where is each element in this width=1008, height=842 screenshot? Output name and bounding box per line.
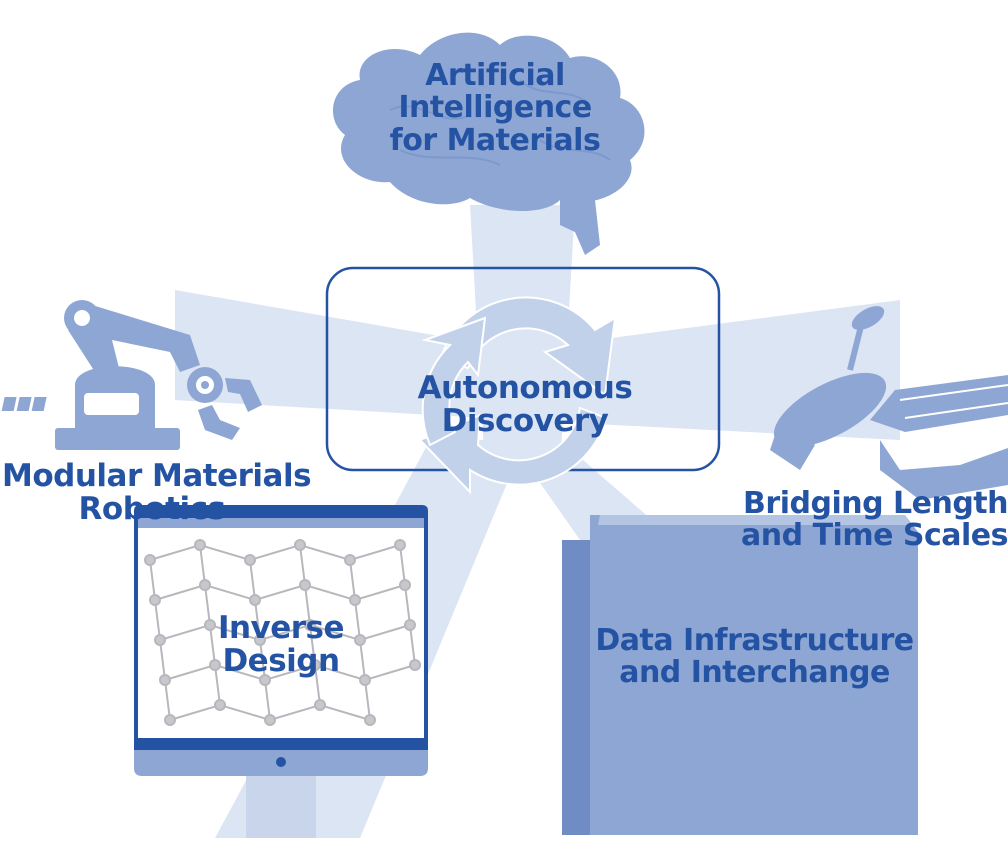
inverse-label-line-1: Inverse xyxy=(217,610,345,646)
robotics-label-line-1: Modular Materials xyxy=(2,458,312,494)
scales-label-line-2: and Time Scales xyxy=(741,518,1008,554)
folder-icon xyxy=(562,515,918,835)
ai-label: Artificial Intelligence for Materials xyxy=(380,58,610,158)
ai-label-line-3: for Materials xyxy=(389,122,601,158)
robotics-label: Modular Materials Robotics xyxy=(2,458,312,528)
data-label-line-1: Data Infrastructure xyxy=(595,623,914,658)
inverse-label: Inverse Design xyxy=(186,610,376,680)
monitor-icon xyxy=(134,505,428,838)
scales-label: Bridging Length and Time Scales xyxy=(735,486,1008,554)
data-label-line-2: and Interchange xyxy=(619,655,890,691)
ai-label-line-2: Intelligence xyxy=(398,90,592,126)
nanotube-icon xyxy=(144,539,421,726)
inverse-label-line-2: Design xyxy=(222,643,340,680)
ai-label-line-1: Artificial xyxy=(425,58,565,93)
scales-label-line-1: Bridging Length xyxy=(743,486,1008,521)
satellite-icon xyxy=(770,306,1008,500)
center-label: Autonomous Discovery xyxy=(400,370,650,440)
data-label: Data Infrastructure and Interchange xyxy=(592,623,917,691)
robotics-label-line-2: Robotics xyxy=(78,491,226,528)
brain-icon xyxy=(333,32,645,255)
robot-arm-icon xyxy=(1,300,262,450)
cycle-arrows-icon xyxy=(418,296,617,495)
center-label-line-2: Discovery xyxy=(441,403,609,440)
center-label-line-1: Autonomous xyxy=(417,370,633,406)
